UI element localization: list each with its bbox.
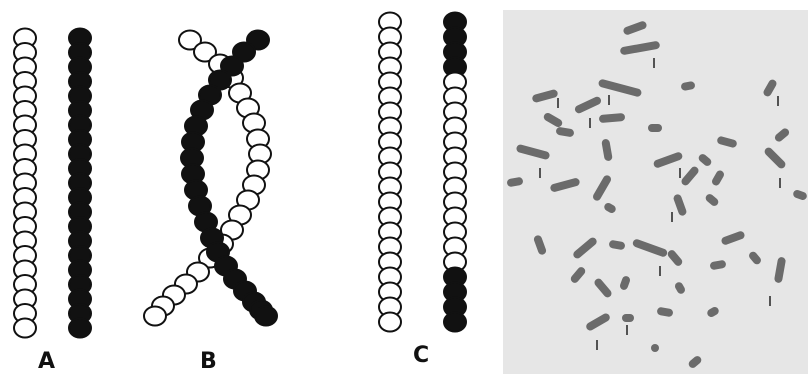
open-bead bbox=[143, 305, 167, 327]
chromosome bbox=[653, 152, 683, 168]
chromosome bbox=[698, 154, 712, 166]
chromosome bbox=[593, 175, 611, 201]
chromosome bbox=[550, 178, 580, 192]
chromosome bbox=[648, 124, 662, 132]
chromosome bbox=[556, 127, 574, 137]
chromosome bbox=[620, 41, 660, 55]
chromosome bbox=[673, 194, 687, 216]
panel-b-label: B bbox=[200, 349, 217, 374]
chromosome bbox=[688, 356, 702, 368]
chromosome bbox=[516, 144, 550, 160]
open-bead bbox=[178, 29, 202, 51]
chromosome bbox=[599, 113, 625, 123]
chromosome bbox=[675, 282, 685, 294]
open-bead bbox=[193, 41, 217, 63]
chromosome bbox=[721, 231, 745, 245]
chromosome bbox=[657, 307, 673, 317]
chromosome bbox=[543, 113, 563, 127]
chromosome bbox=[622, 314, 634, 322]
open-bead bbox=[13, 317, 37, 339]
filled-bead bbox=[220, 55, 244, 77]
filled-bead bbox=[443, 311, 467, 333]
chromosome bbox=[710, 260, 726, 270]
chromosome bbox=[598, 79, 642, 97]
chromosome bbox=[774, 257, 786, 283]
chromosome bbox=[570, 267, 586, 283]
chromosome bbox=[774, 128, 790, 142]
chromosome bbox=[764, 147, 786, 169]
panel-b-crossed-strands bbox=[143, 29, 278, 327]
chromosome bbox=[632, 239, 668, 257]
chromosome bbox=[601, 139, 613, 161]
chromosome bbox=[681, 166, 699, 186]
chromosome bbox=[532, 89, 558, 103]
chromosome bbox=[793, 189, 807, 201]
chromosome bbox=[594, 278, 612, 298]
chromosome bbox=[604, 203, 616, 213]
panel-c-label: C bbox=[413, 343, 429, 368]
panel-a-label: A bbox=[38, 349, 55, 374]
chromosome bbox=[717, 136, 737, 148]
chromosome bbox=[507, 177, 523, 187]
chromosome bbox=[712, 170, 724, 186]
chromosome bbox=[707, 307, 719, 317]
chromosome bbox=[533, 235, 547, 255]
chromosome bbox=[623, 21, 647, 35]
chromosome bbox=[586, 313, 610, 331]
chromosome bbox=[573, 237, 597, 259]
panel-a-parallel-strands bbox=[13, 27, 92, 339]
chromosome bbox=[574, 96, 602, 114]
filled-bead bbox=[68, 317, 92, 339]
chromosome-micrograph bbox=[507, 21, 807, 368]
chromosome bbox=[619, 276, 631, 290]
chromosome bbox=[609, 240, 625, 250]
chromosome bbox=[681, 81, 695, 91]
panel-c-recombinant-strands bbox=[378, 11, 467, 333]
micrograph-background bbox=[503, 10, 808, 374]
filled-bead bbox=[232, 41, 256, 63]
chromosome bbox=[705, 194, 719, 206]
open-bead bbox=[378, 311, 402, 333]
chromosome bbox=[667, 250, 683, 266]
chromosome bbox=[651, 344, 659, 352]
chromosome bbox=[763, 79, 777, 97]
chromosome bbox=[749, 251, 761, 265]
filled-bead bbox=[254, 305, 278, 327]
